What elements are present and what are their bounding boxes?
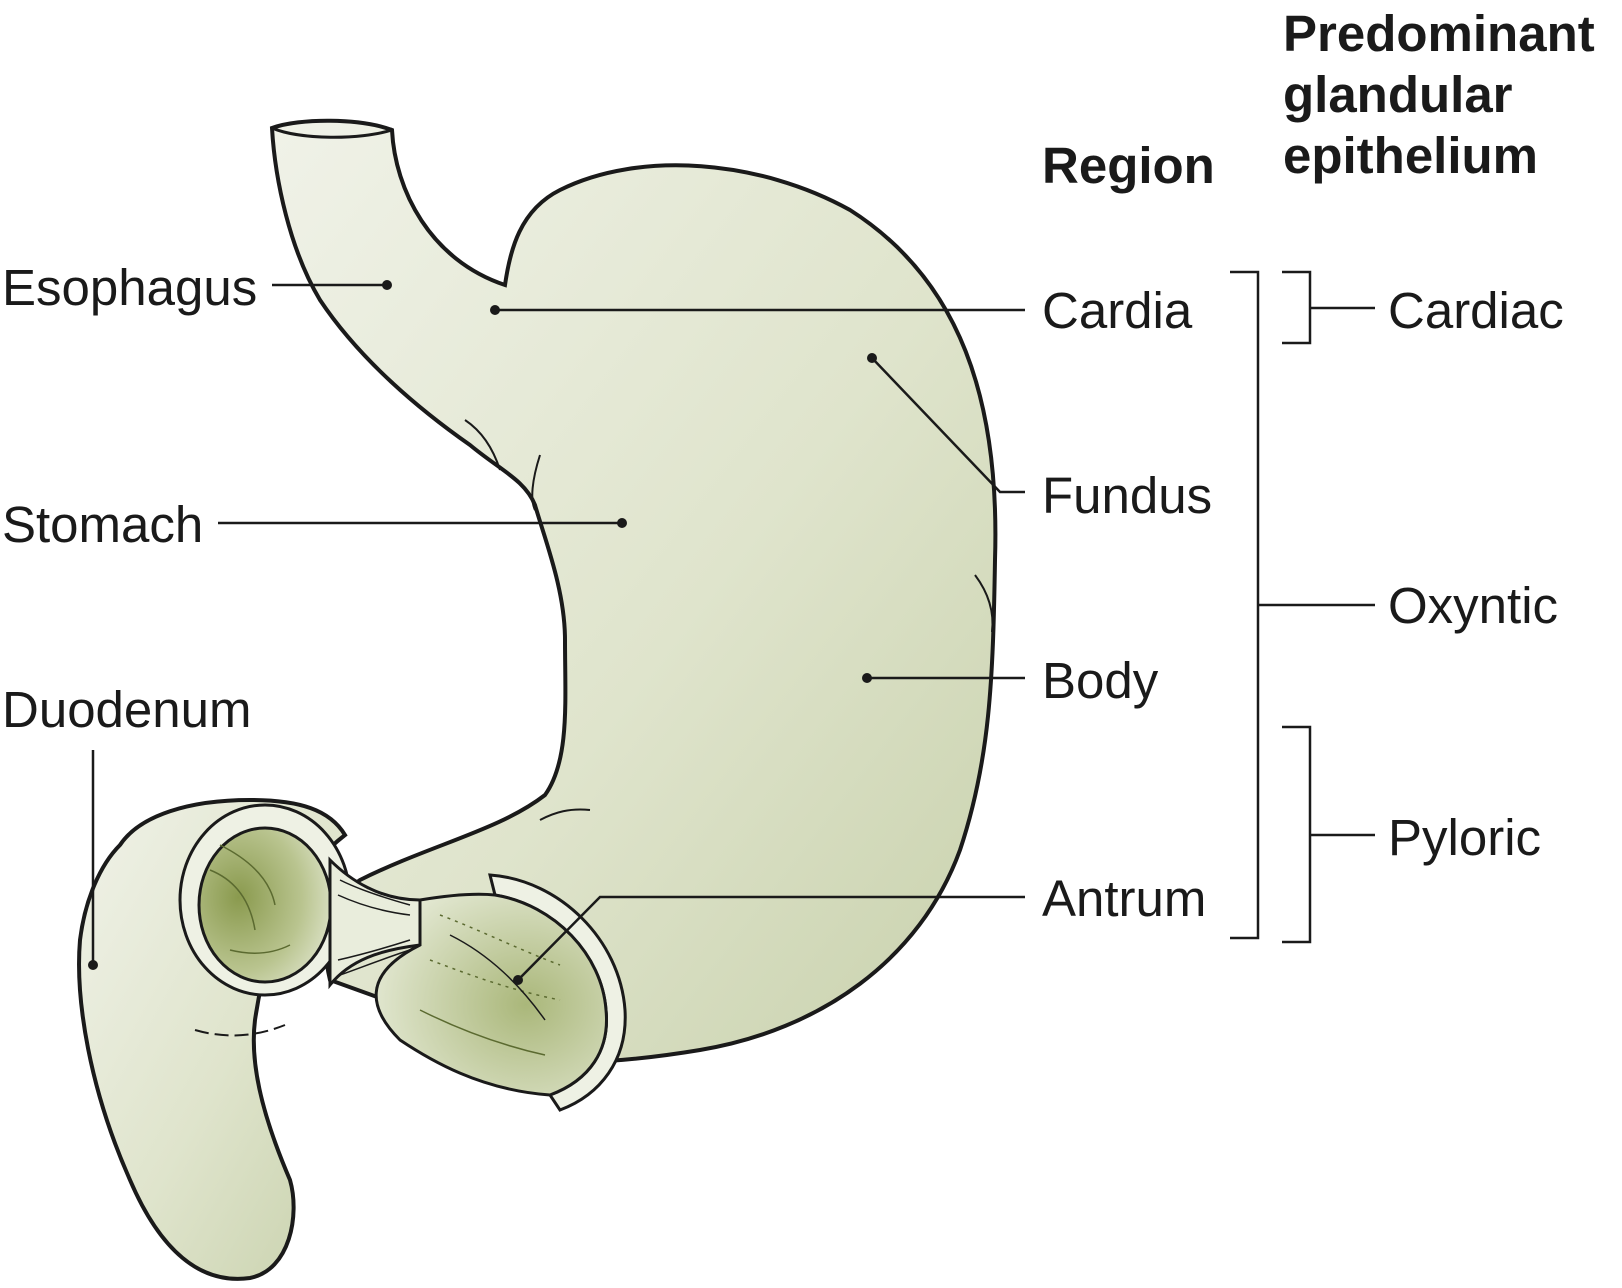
duodenum-label: Duodenum — [2, 681, 252, 738]
epithelium-header-line-3: epithelium — [1283, 127, 1539, 185]
leader-dots — [88, 280, 877, 985]
cardia-label: Cardia — [1042, 282, 1193, 339]
cardiac-bracket — [1282, 270, 1375, 345]
leader-lines — [91, 283, 1025, 981]
esophagus-label: Esophagus — [2, 259, 258, 316]
antrum-label: Antrum — [1042, 870, 1207, 927]
stomach-shape — [269, 118, 998, 1066]
fundus-label: Fundus — [1042, 467, 1213, 524]
epithelium-header-line-1: Predominant — [1283, 5, 1595, 62]
epithelium-header-line-2: glandular — [1283, 66, 1513, 124]
stomach-label: Stomach — [2, 496, 204, 553]
region-header: Region — [1042, 137, 1215, 194]
cardiac-label: Cardiac — [1388, 282, 1564, 339]
oxyntic-label: Oxyntic — [1388, 577, 1559, 634]
pyloric-bracket — [1282, 725, 1375, 944]
epithelium-header: Predominant glandular epithelium — [1283, 3, 1595, 187]
body-label: Body — [1042, 652, 1159, 709]
pyloric-label: Pyloric — [1388, 809, 1542, 866]
region-bracket — [1230, 270, 1375, 940]
pylorus-cutaway — [178, 803, 627, 1112]
